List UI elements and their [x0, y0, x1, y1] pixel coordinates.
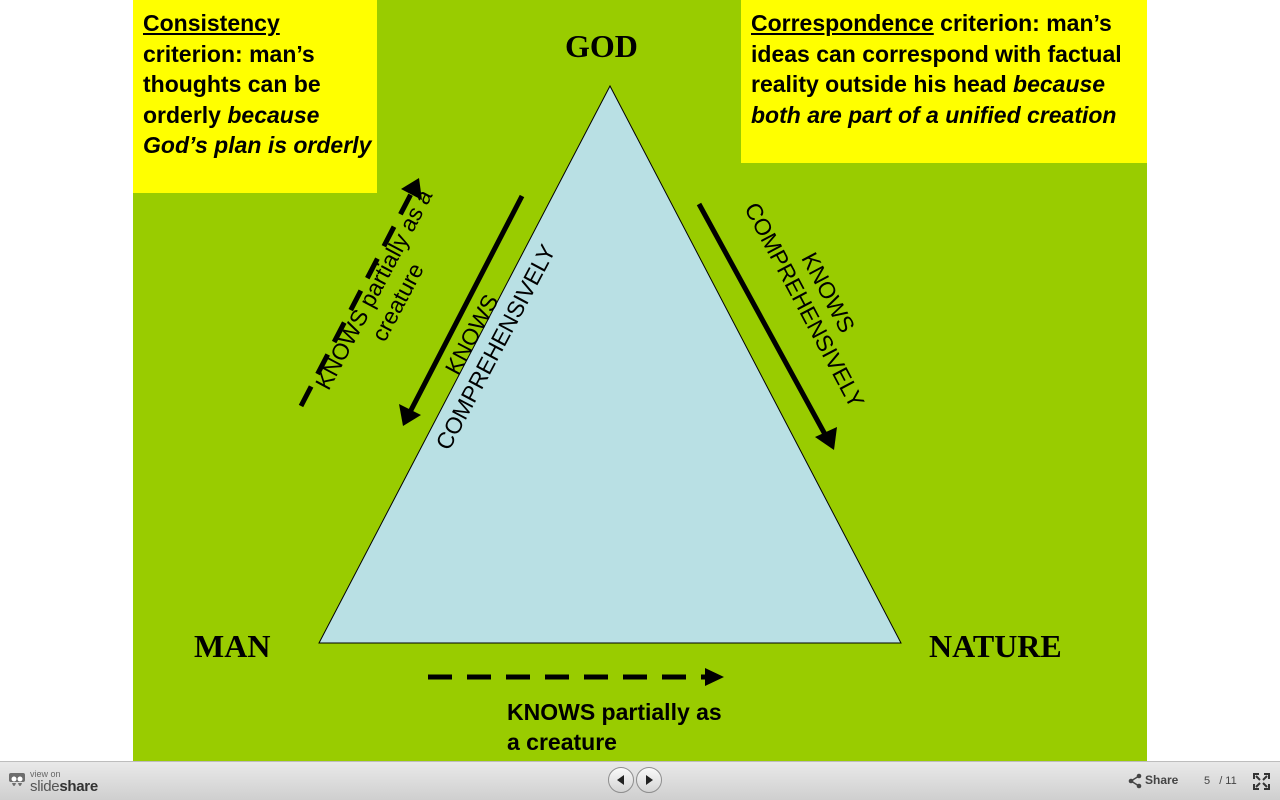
share-label: Share [1145, 773, 1179, 787]
consistency-emphasis: because God’s plan is orderly [143, 101, 372, 159]
correspondence-emphasis: because both are part of a unified creat… [751, 71, 1117, 128]
brand-name-bold: share [59, 778, 98, 795]
knowledge-triangle [318, 84, 902, 644]
diagram [298, 84, 902, 686]
arrowhead-man-to-nature [705, 668, 724, 686]
consistency-criterion-box: Consistency criterion: man’s thoughts ca… [133, 0, 377, 193]
label-man-knows-nature: KNOWS partially as a creature [507, 697, 767, 757]
next-arrow-icon [646, 775, 653, 785]
correspondence-criterion-box: Correspondence criterion: man’s ideas ca… [741, 0, 1147, 163]
brand-name-light: slide [30, 778, 60, 795]
slide: Consistency criterion: man’s thoughts ca… [133, 0, 1147, 762]
label-line: a creature [507, 729, 617, 755]
arrowhead-god-to-nature [815, 427, 837, 450]
vertex-man: MAN [194, 628, 271, 664]
slideshare-logo-icon [9, 773, 25, 786]
arrow-man-to-god [298, 190, 415, 408]
consistency-term: Consistency [143, 10, 280, 36]
brand-name: slideshare [30, 778, 98, 795]
arrow-god-to-nature [696, 202, 830, 440]
page-indicator: 5 / 11 [1204, 775, 1237, 787]
consistency-text: criterion: man’s thoughts can be orderly [143, 40, 321, 128]
arrow-god-to-man [406, 194, 525, 416]
total-pages: / 11 [1219, 775, 1237, 787]
label-line: KNOWS partially as [507, 699, 722, 725]
correspondence-term: Correspondence [751, 10, 934, 36]
current-page-number[interactable]: 5 [1204, 775, 1211, 787]
correspondence-text: criterion: man’s ideas can correspond wi… [751, 10, 1122, 97]
prev-arrow-icon [617, 775, 624, 785]
fullscreen-icon[interactable] [1253, 773, 1270, 790]
previous-slide-button[interactable] [608, 767, 634, 793]
arrowhead-man-to-god [401, 178, 422, 200]
next-slide-button[interactable] [636, 767, 662, 793]
brand-view-text: view on [30, 769, 61, 779]
player-toolbar: view on slideshare Share 5 / 11 [0, 761, 1280, 800]
vertex-god: GOD [565, 28, 638, 64]
arrowhead-god-to-man [399, 404, 421, 426]
vertex-nature: NATURE [929, 628, 1062, 664]
share-icon [1128, 773, 1142, 789]
